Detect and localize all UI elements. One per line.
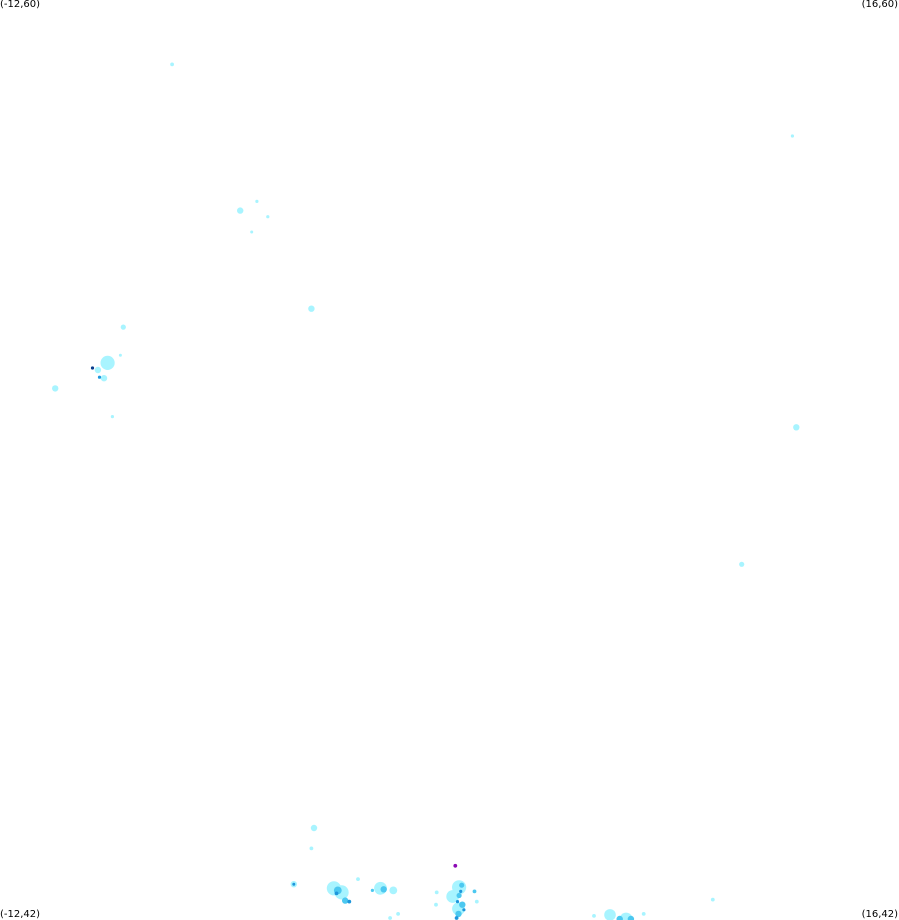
echo-cell-light	[793, 424, 800, 431]
corner-label-bottom-right: (16,42)	[861, 909, 898, 920]
echo-cell-mid	[627, 915, 635, 920]
corner-label-top-right: (16,60)	[861, 0, 898, 10]
echo-cell-strong	[459, 889, 463, 894]
echo-cell-light	[641, 912, 646, 916]
echo-cell-strong	[455, 900, 460, 904]
corner-label-top-left: (-12,60)	[0, 0, 41, 10]
echo-cell-mid	[342, 897, 349, 904]
echo-cell-mid	[616, 915, 623, 920]
echo-cell-light	[255, 199, 259, 203]
echo-cell-light	[710, 897, 715, 902]
echo-cell-light	[356, 877, 360, 881]
echo-cell-mid	[459, 882, 465, 888]
echo-cell-strong	[334, 891, 339, 896]
echo-cell-mid	[370, 888, 374, 893]
echo-cell-light	[592, 914, 596, 918]
echo-cell-light	[250, 230, 254, 234]
echo-cell-mid	[472, 889, 477, 894]
echo-cell-mid	[380, 886, 387, 893]
echo-cell-light	[237, 207, 244, 214]
echo-cell-extreme	[453, 863, 458, 868]
precipitation-echo-layer	[52, 62, 800, 920]
echo-cell-light	[739, 561, 745, 567]
echo-cell-light	[604, 909, 616, 920]
echo-cell-light	[474, 899, 479, 904]
echo-cell-strong	[347, 899, 352, 904]
echo-cell-light	[118, 353, 122, 357]
echo-cell-light	[170, 62, 175, 67]
echo-cell-light	[100, 355, 115, 370]
echo-cell-mid	[459, 901, 466, 908]
echo-cell-light	[120, 324, 126, 330]
echo-cell-light	[396, 912, 400, 916]
echo-cell-light	[446, 890, 460, 903]
echo-cell-light	[434, 902, 438, 907]
echo-cell-mid	[455, 910, 462, 918]
echo-cell-strong	[454, 916, 459, 920]
echo-cell-strong	[97, 375, 102, 379]
echo-cell-strong	[292, 882, 296, 886]
echo-cell-heavy	[90, 366, 95, 370]
echo-cell-light	[94, 366, 102, 374]
echo-cell-light	[389, 886, 398, 895]
echo-cell-light	[100, 375, 108, 382]
echo-cell-light	[308, 305, 315, 312]
echo-cell-light	[310, 824, 318, 832]
echo-cell-light	[790, 134, 795, 138]
echo-cell-light	[110, 415, 114, 419]
echo-cell-strong	[462, 908, 466, 912]
corner-label-bottom-left: (-12,42)	[0, 909, 41, 920]
echo-cell-mid	[456, 892, 462, 899]
echo-cell-light	[434, 890, 439, 895]
echo-cell-light	[309, 846, 314, 851]
echo-cell-light	[52, 385, 59, 392]
echo-cell-light	[266, 215, 270, 219]
echo-cell-light	[388, 916, 392, 920]
